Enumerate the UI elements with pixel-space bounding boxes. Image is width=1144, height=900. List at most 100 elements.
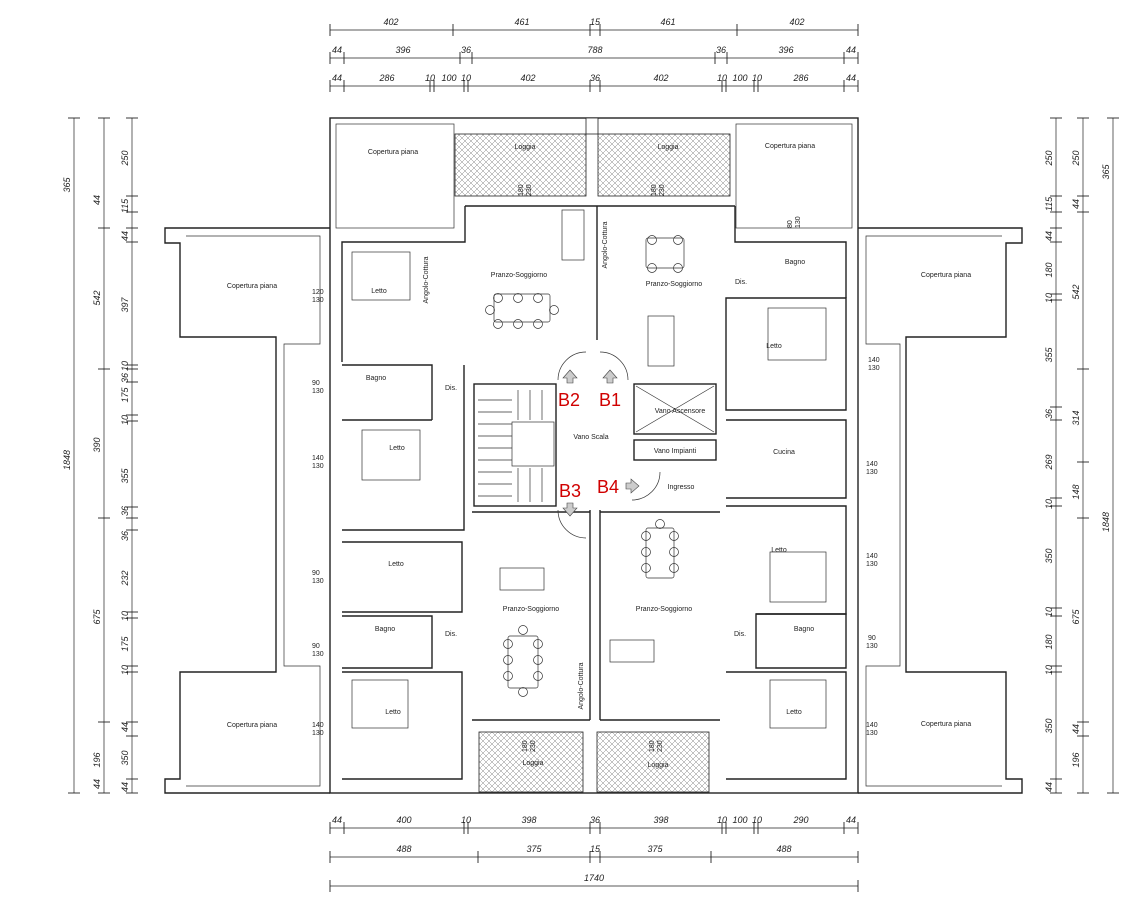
win-r3a: 140 bbox=[866, 553, 878, 560]
win-l2a: 90 bbox=[312, 380, 320, 387]
label-copertura-bottom-right: Copertura piana bbox=[921, 721, 971, 728]
dim-top-r3-8: 402 bbox=[653, 73, 668, 83]
unit-b2: B2 bbox=[558, 390, 580, 410]
win-r5a: 140 bbox=[866, 722, 878, 729]
label-pranzo-1: Pranzo-Soggiorno bbox=[491, 272, 548, 279]
win-l5a: 90 bbox=[312, 643, 320, 650]
bottom-dimensions: 44 400 10 398 36 398 10 100 10 290 44 48… bbox=[329, 815, 859, 892]
win-l2b: 130 bbox=[312, 388, 324, 395]
dim-left-in-1: 250 bbox=[120, 150, 130, 166]
dim-top-r2-3: 36 bbox=[461, 45, 471, 55]
unit-b3: B3 bbox=[559, 481, 581, 501]
win-r4a: 90 bbox=[868, 635, 876, 642]
dim-right-mid-2: 44 bbox=[1071, 199, 1081, 209]
win-l4b: 130 bbox=[312, 578, 324, 585]
loggia-bottom-right bbox=[596, 731, 710, 793]
label-copertura-top-right: Copertura piana bbox=[765, 143, 815, 150]
dim-bot-r1-3: 10 bbox=[461, 815, 471, 825]
win-r5b: 130 bbox=[866, 730, 878, 737]
dim-right-mid-4: 314 bbox=[1071, 410, 1081, 425]
dim-bot-r1-2: 400 bbox=[396, 815, 411, 825]
label-cucina: Cucina bbox=[773, 449, 795, 456]
dim-left-in-10: 355 bbox=[120, 468, 130, 484]
dim-top-r3-4: 100 bbox=[441, 73, 456, 83]
dim-right-mid-5: 148 bbox=[1071, 484, 1081, 499]
dim-left-in-4: 44 bbox=[120, 231, 130, 241]
win-4b: 230 bbox=[657, 740, 664, 752]
loggia-top-left bbox=[454, 133, 587, 197]
dim-top-r3-11: 10 bbox=[752, 73, 762, 83]
dim-left-in-8: 175 bbox=[120, 387, 130, 403]
arrow-up-icon bbox=[602, 369, 618, 384]
dim-left-in-7: 36 bbox=[120, 373, 130, 383]
dim-left-mid-44b: 44 bbox=[92, 779, 102, 789]
label-letto-2: Letto bbox=[389, 445, 405, 452]
win-l3b: 130 bbox=[312, 463, 324, 470]
dim-right-mid-8: 44 bbox=[1071, 724, 1081, 734]
dim-top-r3-12: 286 bbox=[792, 73, 808, 83]
label-angolo-3: Angolo-Cottura bbox=[578, 662, 585, 709]
right-dimensions: 250 115 44 180 10 355 36 269 10 350 10 1… bbox=[1044, 117, 1119, 794]
left-dimensions: 365 1848 542 390 675 196 44 44 250 115 4… bbox=[62, 117, 138, 794]
dim-left-in-14: 10 bbox=[120, 611, 130, 621]
dim-top-r3-13: 44 bbox=[846, 73, 856, 83]
label-bagno-2: Bagno bbox=[375, 626, 395, 633]
dim-top-r2-7: 44 bbox=[846, 45, 856, 55]
dim-right-outer-1: 365 bbox=[1101, 164, 1111, 180]
dim-top-r1-2: 461 bbox=[514, 17, 529, 27]
dim-right-in-10: 10 bbox=[1044, 499, 1054, 509]
label-letto-7: Letto bbox=[786, 709, 802, 716]
dim-bot-total: 1740 bbox=[584, 873, 604, 883]
dim-left-in-17: 44 bbox=[120, 722, 130, 732]
unit-b1: B1 bbox=[599, 390, 621, 410]
impianti-box bbox=[633, 439, 717, 461]
arrow-down-icon bbox=[562, 502, 578, 517]
dim-right-mid-1: 250 bbox=[1071, 150, 1081, 166]
dim-right-mid-3: 542 bbox=[1071, 284, 1081, 299]
win-r2a: 140 bbox=[866, 461, 878, 468]
label-vano-scala: Vano Scala bbox=[573, 434, 608, 441]
label-letto-1: Letto bbox=[371, 288, 387, 295]
dim-right-in-11: 350 bbox=[1044, 548, 1054, 563]
dim-top-r1-3: 15 bbox=[590, 17, 601, 27]
dim-bot-r1-1: 44 bbox=[332, 815, 342, 825]
dim-left-in-11: 36 bbox=[120, 506, 130, 516]
label-vano-impianti: Vano Impianti bbox=[654, 448, 697, 455]
dim-right-outer-2: 1848 bbox=[1101, 512, 1111, 532]
dim-right-in-5: 180 bbox=[1044, 262, 1054, 277]
win-2b: 230 bbox=[659, 184, 666, 196]
dim-right-in-6: 10 bbox=[1044, 293, 1054, 303]
dim-right-in-8: 36 bbox=[1044, 409, 1054, 419]
dim-right-in-7: 355 bbox=[1044, 347, 1054, 363]
label-copertura-left: Copertura piana bbox=[227, 283, 277, 290]
win-r3b: 130 bbox=[866, 561, 878, 568]
win-l4a: 90 bbox=[312, 570, 320, 577]
dim-bot-r1-5: 36 bbox=[590, 815, 600, 825]
dim-top-r3-2: 286 bbox=[378, 73, 394, 83]
dim-right-in-16: 44 bbox=[1044, 782, 1054, 792]
elevator-shaft bbox=[633, 383, 717, 435]
label-vano-ascensore: Vano Ascensore bbox=[655, 408, 706, 415]
dim-top-r3-9: 10 bbox=[717, 73, 727, 83]
dim-top-r3-5: 10 bbox=[461, 73, 471, 83]
dim-right-in-12: 10 bbox=[1044, 607, 1054, 617]
dim-bot-r1-11: 44 bbox=[846, 815, 856, 825]
dim-left-in-9: 10 bbox=[120, 415, 130, 425]
dim-left-mid-2: 542 bbox=[92, 290, 102, 305]
dim-bot-r2-3: 15 bbox=[590, 844, 601, 854]
dim-left-in-13: 232 bbox=[120, 570, 130, 586]
loggia-bottom-left bbox=[478, 731, 584, 793]
dim-bot-r1-9: 10 bbox=[752, 815, 762, 825]
label-dis-2: Dis. bbox=[445, 631, 457, 638]
dim-bot-r1-4: 398 bbox=[521, 815, 536, 825]
dim-left-mid-1: 365 bbox=[62, 177, 72, 193]
win-r1a: 140 bbox=[868, 357, 880, 364]
label-loggia-1: Loggia bbox=[514, 144, 535, 151]
label-copertura-bottom-left: Copertura piana bbox=[227, 722, 277, 729]
dim-top-r3-1: 44 bbox=[332, 73, 342, 83]
dim-left-in-15: 175 bbox=[120, 636, 130, 652]
label-loggia-4: Loggia bbox=[647, 762, 668, 769]
win-r4b: 130 bbox=[866, 643, 878, 650]
dim-right-in-9: 269 bbox=[1044, 454, 1054, 470]
loggia-top-right bbox=[597, 133, 731, 197]
